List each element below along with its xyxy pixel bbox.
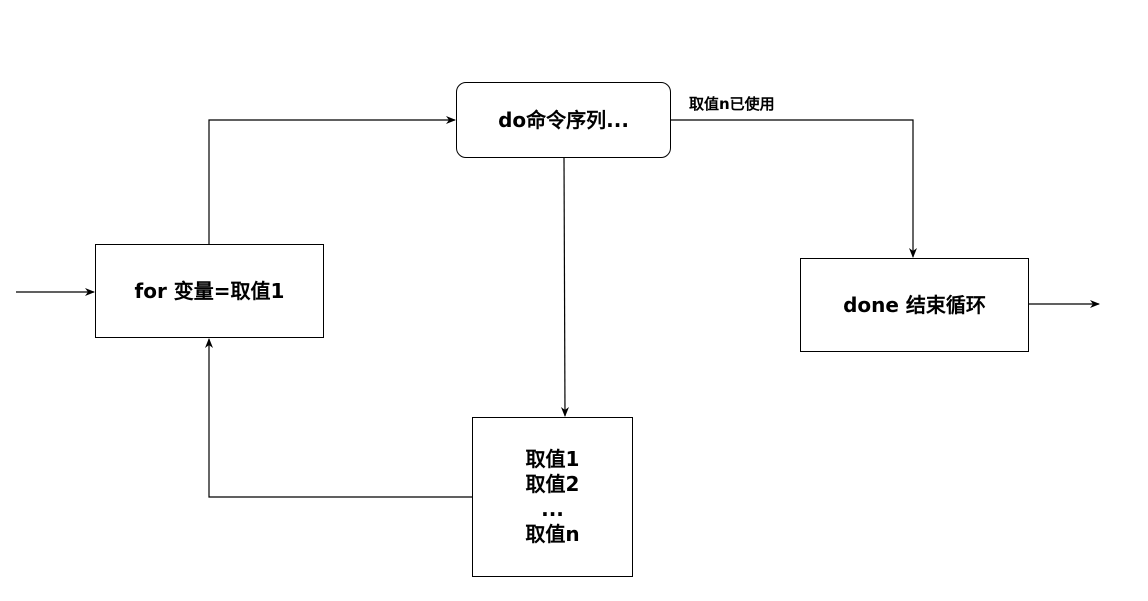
values-box: 取值1 取值2 ... 取值n: [472, 417, 633, 577]
done-text: done 结束循环: [843, 292, 986, 317]
do-to-values-arrow: [560, 156, 569, 417]
value-item: ...: [541, 497, 564, 521]
for-to-do-arrow: [208, 116, 456, 244]
do-to-done-arrow: [670, 119, 917, 258]
values-list: 取值1 取值2 ... 取值n: [525, 447, 579, 547]
done-box: done 结束循环: [800, 258, 1029, 352]
value-item: 取值2: [525, 472, 580, 496]
edge-label-values-used: 取值n已使用: [689, 95, 775, 113]
for-loop-text: for 变量=取值1: [134, 278, 285, 303]
for-loop-box: for 变量=取值1: [95, 244, 324, 338]
values-to-for-arrow: [205, 338, 472, 498]
value-item: 取值1: [525, 447, 580, 471]
value-item: 取值n: [525, 522, 580, 546]
do-command-text: do命令序列...: [498, 107, 629, 132]
do-command-box: do命令序列...: [456, 82, 671, 158]
